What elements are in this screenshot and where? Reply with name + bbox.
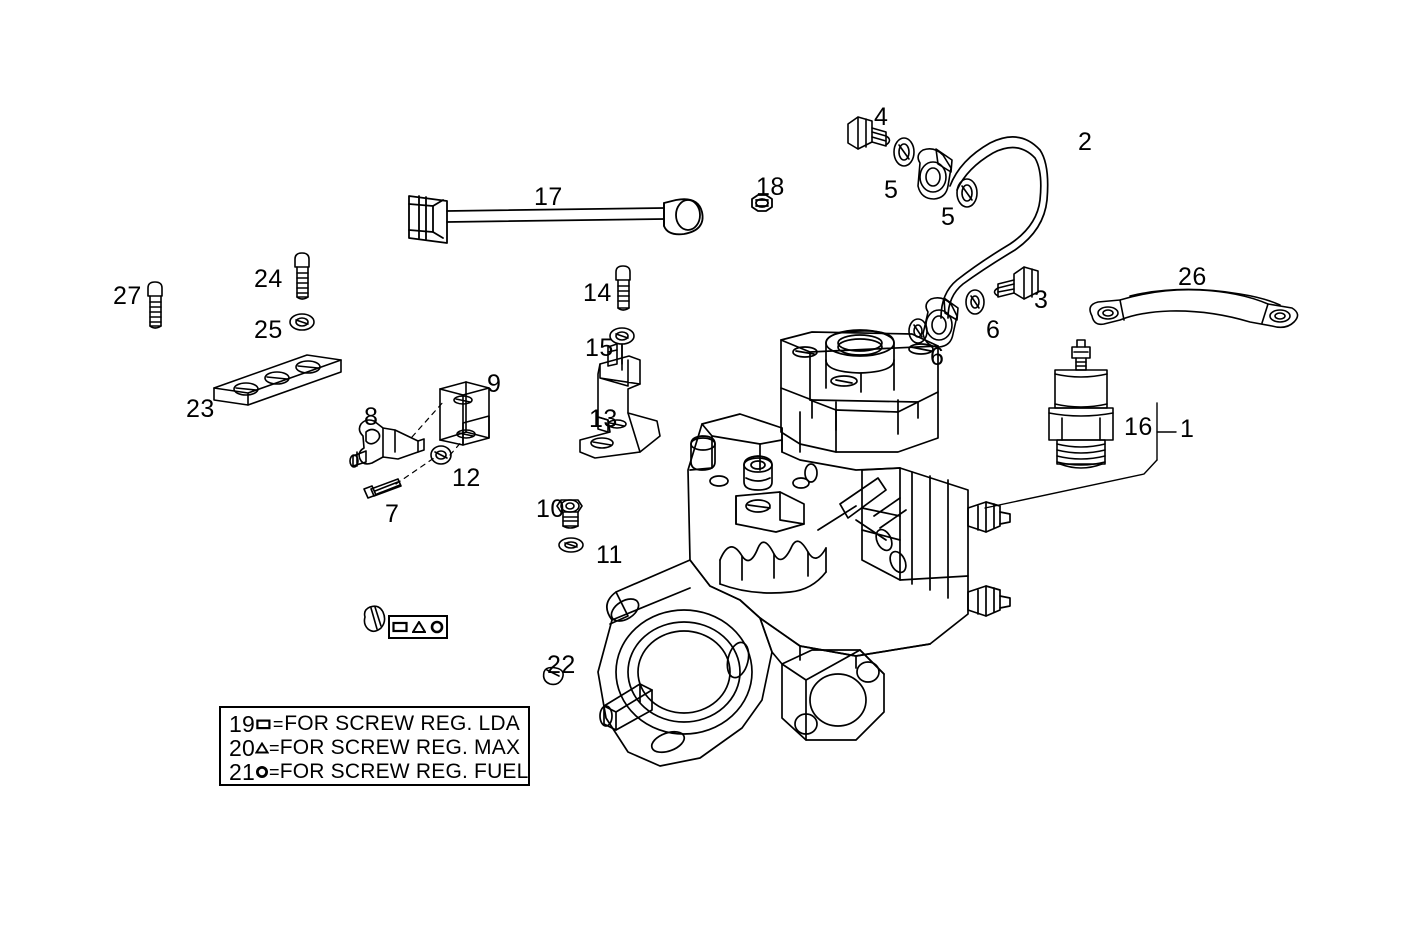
- part-washer-11: [558, 537, 584, 553]
- seal-cap-icon: [363, 605, 386, 633]
- part-fuel-line-pipe: [940, 136, 1049, 319]
- part-angle-bracket: [439, 381, 490, 446]
- part-ground-strap: [1089, 288, 1299, 329]
- part-lever-bolt: [363, 478, 402, 499]
- part-woodruff-key: [542, 666, 564, 686]
- callout-25: 25: [254, 316, 283, 344]
- callout-26: 26: [1178, 263, 1207, 291]
- legend-text-21: FOR SCREW REG. FUEL: [279, 760, 529, 783]
- legend-row-21: 21 = FOR SCREW REG. FUEL: [229, 758, 528, 785]
- callout-3: 3: [1034, 286, 1049, 314]
- part-bracket-bolt: [615, 265, 631, 311]
- callout-12: 12: [452, 464, 481, 492]
- legend-number-21: 21: [229, 758, 255, 785]
- callout-6a: 6: [930, 343, 945, 371]
- part-plate-washer: [289, 313, 315, 331]
- part-fuel-shutoff-solenoid: [1048, 339, 1114, 469]
- triangle-symbol-icon: [412, 621, 426, 633]
- part-banjo-bolt-upper: [847, 116, 891, 150]
- part-flat-mounting-plate: [213, 354, 342, 406]
- part-hollow-screw: [556, 499, 583, 529]
- legend-row-20: 20 = FOR SCREW REG. MAX: [229, 734, 521, 761]
- part-banjo-bolt-lower: [993, 266, 1039, 300]
- legend-box: 19 = FOR SCREW REG. LDA 20 = FOR SCREW R…: [219, 706, 530, 786]
- callout-6b: 6: [986, 316, 1001, 344]
- legend-equals-19: =: [272, 713, 284, 734]
- legend-text-20: FOR SCREW REG. MAX: [279, 736, 521, 759]
- callout-23: 23: [186, 395, 215, 423]
- part-bracket-washer: [609, 327, 635, 345]
- part-support-bracket: [579, 343, 661, 459]
- callout-7: 7: [385, 500, 400, 528]
- part-hex-nut: [751, 194, 773, 212]
- legend-number-20: 20: [229, 734, 255, 761]
- callout-14: 14: [583, 279, 612, 307]
- callout-27: 27: [113, 282, 142, 310]
- part-injection-pump-assembly: [597, 329, 1011, 767]
- callout-1: 1: [1180, 415, 1195, 443]
- callout-10: 10: [536, 495, 565, 523]
- part-wiring-harness: [408, 195, 704, 244]
- callout-8: 8: [364, 403, 379, 431]
- part-banjo-fitting-lower: [922, 297, 959, 348]
- assembly-bracket-leader: [984, 402, 1177, 509]
- square-symbol-icon: [392, 621, 408, 633]
- part-sealing-washer-6b: [965, 289, 985, 315]
- callout-17: 17: [534, 183, 563, 211]
- callout-18: 18: [756, 173, 785, 201]
- part-plate-bolt: [294, 252, 310, 300]
- legend-text-19: FOR SCREW REG. LDA: [284, 712, 520, 735]
- part-sealing-washer-5b: [956, 178, 978, 208]
- callout-5a: 5: [884, 176, 899, 204]
- legend-row-19: 19 = FOR SCREW REG. LDA: [229, 710, 520, 737]
- legend-equals-20: =: [268, 737, 280, 758]
- callout-11: 11: [596, 541, 623, 569]
- callout-15: 15: [585, 334, 614, 362]
- callout-24: 24: [254, 265, 283, 293]
- callout-9: 9: [487, 370, 502, 398]
- part-banjo-fitting-upper: [917, 148, 953, 200]
- callout-5b: 5: [941, 203, 956, 231]
- callout-16: 16: [1124, 413, 1153, 441]
- callout-4: 4: [874, 103, 889, 131]
- part-throttle-lever: [349, 419, 425, 468]
- callout-2: 2: [1078, 128, 1093, 156]
- callout-13: 13: [589, 405, 618, 433]
- legend-equals-21: =: [268, 761, 280, 782]
- legend-circle-icon: [255, 765, 269, 779]
- legend-triangle-icon: [254, 742, 269, 754]
- callout-22: 22: [547, 651, 576, 679]
- legend-square-icon: [255, 719, 272, 730]
- legend-number-19: 19: [229, 710, 255, 737]
- part-bushing: [430, 445, 452, 465]
- circle-symbol-icon: [430, 620, 444, 634]
- adjustment-symbol-box: [388, 615, 448, 639]
- part-plate-bolt-left: [147, 281, 163, 329]
- assembly-guide-lines: [395, 400, 464, 485]
- part-sealing-washer-5a: [893, 137, 915, 167]
